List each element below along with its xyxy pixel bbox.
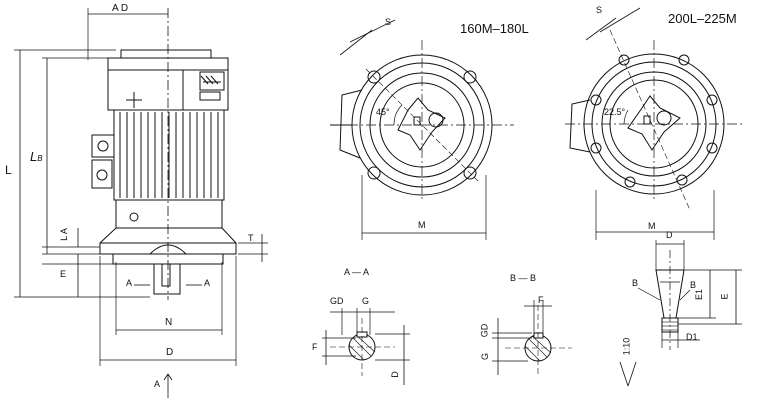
label-gd-bb: GD — [479, 323, 490, 338]
label-a-right: A — [204, 278, 211, 288]
label-s-a: S — [385, 17, 392, 27]
tapered-shaft-detail — [619, 240, 742, 387]
end-view-160m-180l — [330, 19, 514, 240]
label-d1: D1 — [686, 332, 698, 342]
label-e1: E1 — [694, 288, 705, 301]
label-d-side: D — [166, 347, 174, 358]
label-gd-aa: GD — [330, 296, 344, 306]
label-b-left: B — [632, 278, 639, 288]
section-title-aa: A — A — [344, 267, 370, 277]
section-b-b — [492, 300, 572, 376]
label-s-b: S — [596, 5, 603, 15]
frame-title-160m-180l: 160M–180L — [460, 21, 529, 36]
end-view-200l-225m — [565, 7, 742, 240]
label-g-bb: G — [480, 352, 491, 361]
label-m-a: M — [418, 220, 426, 230]
label-d-taper: D — [666, 230, 673, 240]
label-m-b: M — [648, 221, 656, 231]
label-e-taper: E — [719, 293, 730, 300]
label-lb: LB — [30, 150, 43, 163]
label-angle-225: 22.5° — [604, 107, 626, 117]
label-la: L A — [58, 228, 69, 241]
label-n: N — [165, 317, 173, 328]
section-a-a — [322, 308, 410, 385]
label-g-aa: G — [362, 296, 370, 306]
label-a-left: A — [126, 278, 133, 288]
label-l: L — [5, 163, 12, 177]
label-angle-45: 45° — [376, 107, 390, 117]
label-lb-main: L — [30, 149, 38, 164]
label-f-aa: F — [312, 342, 318, 352]
label-lb-sub: B — [37, 154, 43, 163]
motor-side-view — [14, 8, 268, 398]
label-taper-ratio: 1:10 — [621, 337, 632, 356]
section-title-bb: B — B — [510, 273, 537, 283]
label-f-bb: F — [538, 295, 544, 305]
label-ad: A D — [112, 3, 129, 14]
label-e-side: E — [60, 269, 67, 279]
label-a-view: A — [154, 379, 161, 389]
label-b-right: B — [690, 280, 697, 290]
label-d-aa: D — [389, 371, 400, 378]
label-t: T — [248, 233, 254, 243]
frame-title-200l-225m: 200L–225M — [668, 11, 737, 26]
